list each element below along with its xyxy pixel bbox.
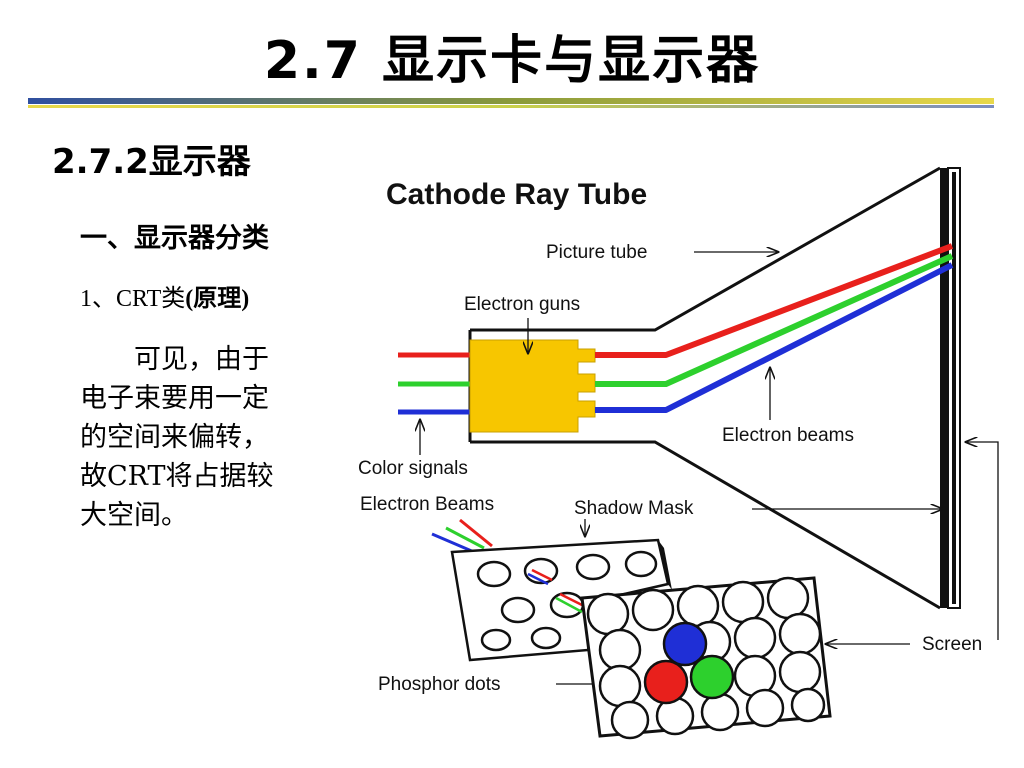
- label-electron-guns: Electron guns: [464, 294, 580, 315]
- paragraph-line: 大空间。: [80, 500, 188, 531]
- electron-gun-block: [469, 339, 596, 433]
- diagram-title: Cathode Ray Tube: [386, 178, 647, 211]
- title-divider: [28, 98, 994, 104]
- beam-red: [595, 243, 954, 358]
- paragraph-line: 电子束要用一定: [80, 383, 269, 414]
- paragraph-line: 可见，由于: [80, 344, 269, 375]
- phosphor-dot-red: [643, 659, 689, 705]
- incoming-beams-small: [431, 518, 493, 554]
- label-picture-tube: Picture tube: [546, 242, 647, 263]
- screen-face: [940, 168, 948, 608]
- subheading: 一、显示器分类: [80, 223, 269, 254]
- list-item-bold: (原理): [185, 286, 250, 312]
- paragraph-line: 故CRT将占据较: [80, 461, 274, 492]
- label-screen: Screen: [922, 634, 982, 655]
- phosphor-screen-panel: [580, 576, 832, 740]
- title-divider-shadow: [28, 105, 994, 108]
- color-signal-lines: [398, 352, 472, 415]
- pointer-screen-face: [966, 442, 999, 640]
- phosphor-dot-green: [689, 654, 735, 700]
- beam-green: [595, 253, 954, 387]
- label-color-signals: Color signals: [358, 458, 468, 479]
- shadow-mask-plate: [450, 538, 672, 662]
- label-electron-beams: Electron beams: [722, 425, 854, 446]
- beam-blue: [595, 262, 954, 413]
- phosphor-dot-blue: [662, 621, 708, 667]
- electron-beams: [595, 243, 954, 413]
- label-shadow-mask: Shadow Mask: [574, 498, 694, 519]
- label-electron-beams-lower: Electron Beams: [360, 494, 494, 515]
- explanation-paragraph: 可见，由于 电子束要用一定 的空间来偏转， 故CRT将占据较 大空间。: [80, 340, 332, 535]
- list-item-prefix: 1、CRT类: [80, 286, 186, 312]
- mask-beam-crossing: [527, 568, 585, 614]
- screen-edge: [952, 172, 956, 604]
- paragraph-line: 的空间来偏转，: [80, 422, 269, 453]
- section-heading: 2.7.2显示器: [52, 142, 251, 182]
- list-item-crt: 1、CRT类(原理): [80, 278, 249, 313]
- mask-holes: [476, 550, 658, 652]
- label-phosphor-dots: Phosphor dots: [378, 674, 501, 695]
- slide-title: 2.7 显示卡与显示器: [263, 31, 761, 91]
